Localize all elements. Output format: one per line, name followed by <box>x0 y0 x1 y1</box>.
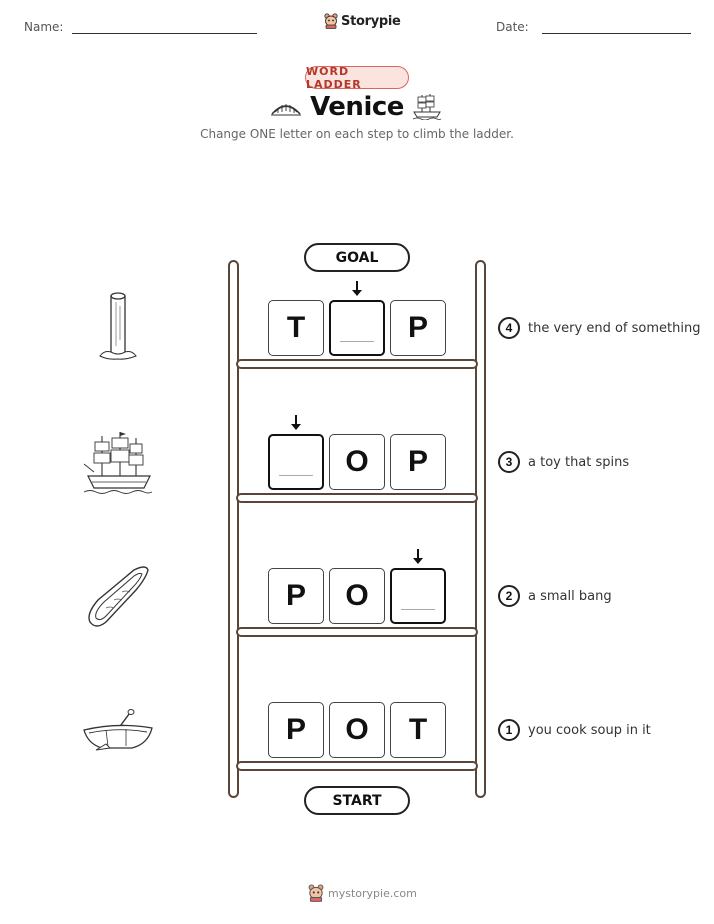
sailing-ship-icon <box>83 432 153 494</box>
clue-text: you cook soup in it <box>528 722 651 738</box>
letter-blank-input[interactable] <box>329 300 385 356</box>
page-title: Venice <box>310 92 404 122</box>
letter-tile: O <box>329 434 385 490</box>
mooring-pole-icon <box>99 292 137 360</box>
letter-blank-input[interactable] <box>268 434 324 490</box>
clue-2: 2 a small bang <box>498 585 612 607</box>
arrow-down-icon <box>413 549 423 564</box>
ladder-rail-left <box>228 260 239 798</box>
start-pill: START <box>304 786 410 815</box>
letter-tile: P <box>390 434 446 490</box>
clue-1: 1 you cook soup in it <box>498 719 651 741</box>
instructions: Change ONE letter on each step to climb … <box>200 127 514 141</box>
arrow-down-icon <box>291 415 301 430</box>
letter-tile: P <box>268 702 324 758</box>
letter-tile: T <box>268 300 324 356</box>
clue-3: 3 a toy that spins <box>498 451 629 473</box>
footer: mystorypie.com <box>308 884 417 902</box>
clue-text: a toy that spins <box>528 454 630 470</box>
step-number: 4 <box>498 317 520 339</box>
name-label: Name: <box>24 20 64 34</box>
rialto-bridge-icon <box>271 104 301 116</box>
letter-tile: P <box>268 568 324 624</box>
step-number: 3 <box>498 451 520 473</box>
clue-text: a small bang <box>528 588 612 604</box>
clue-4: 4 the very end of something <box>498 317 700 339</box>
letter-tile: T <box>390 702 446 758</box>
letter-tile: O <box>329 702 385 758</box>
clue-text: the very end of something <box>528 320 701 336</box>
ladder-rung <box>236 761 478 771</box>
letter-blank-input[interactable] <box>390 568 446 624</box>
ladder-rung <box>236 627 478 637</box>
word-ladder-badge: WORD LADDER <box>305 65 409 91</box>
footer-link[interactable]: mystorypie.com <box>328 886 417 900</box>
name-line[interactable] <box>72 33 257 34</box>
brand-logo: Storypie <box>324 13 401 29</box>
gondola-icon <box>88 566 149 627</box>
ladder-rung <box>236 359 478 369</box>
storypie-mascot-icon <box>324 13 338 29</box>
letter-tile: O <box>329 568 385 624</box>
letter-tile: P <box>390 300 446 356</box>
date-line[interactable] <box>542 33 691 34</box>
storypie-mascot-icon <box>308 884 324 902</box>
arrow-down-icon <box>352 281 362 296</box>
goal-pill: GOAL <box>304 243 410 272</box>
brand-name: Storypie <box>341 13 401 29</box>
ship-title-icon <box>412 94 442 120</box>
ladder-rung <box>236 493 478 503</box>
step-number: 2 <box>498 585 520 607</box>
step-number: 1 <box>498 719 520 741</box>
date-label: Date: <box>496 20 529 34</box>
ladder-rail-right <box>475 260 486 798</box>
rowboat-icon <box>83 709 153 751</box>
